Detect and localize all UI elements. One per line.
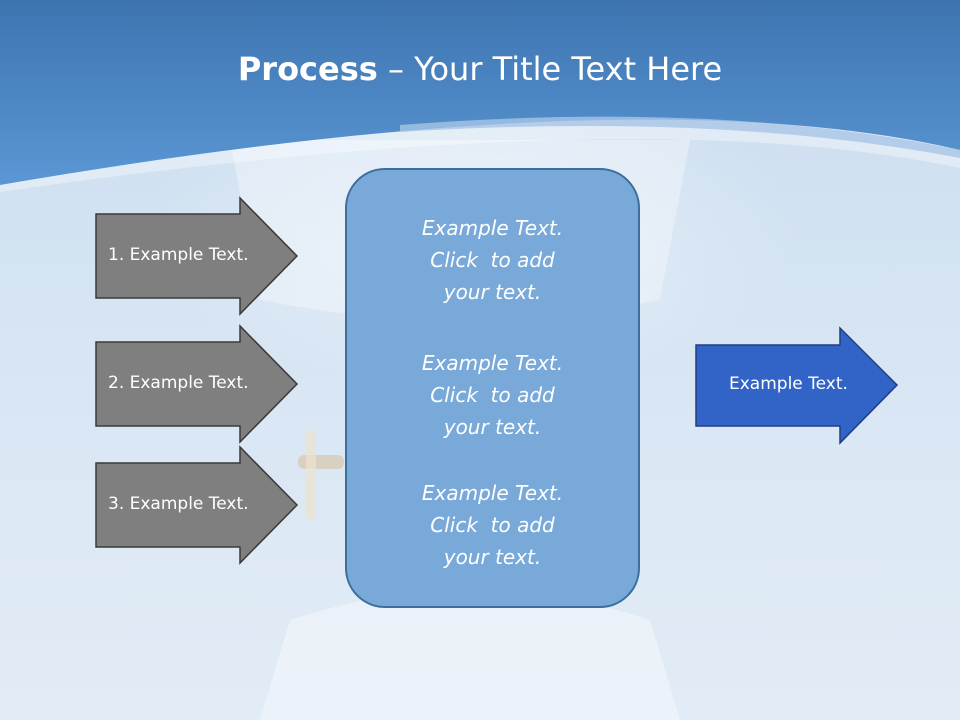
center-block-2-line-1: Example Text. <box>421 351 564 375</box>
input-arrow-3-label: 3. Example Text. <box>108 494 249 514</box>
output-arrow-label: Example Text. <box>729 374 848 394</box>
header-band <box>0 0 960 185</box>
center-block-2-line-2: Click to add <box>430 383 555 407</box>
title-bold: Process <box>237 50 378 88</box>
center-block-1-line-3: your text. <box>443 280 542 304</box>
center-block-3-line-2: Click to add <box>430 513 555 537</box>
input-arrow-2[interactable] <box>95 324 299 444</box>
input-arrow-1-label: 1. Example Text. <box>108 245 249 265</box>
center-text-block-1[interactable]: Example Text. Click to add your text. <box>345 212 640 308</box>
input-arrow-2-label: 2. Example Text. <box>108 373 249 393</box>
output-arrow[interactable] <box>695 326 899 445</box>
center-block-1-line-2: Click to add <box>430 248 555 272</box>
center-process-box[interactable] <box>345 168 640 608</box>
slide-title: Process – Your Title Text Here <box>0 50 960 88</box>
center-text-block-2[interactable]: Example Text. Click to add your text. <box>345 347 640 443</box>
center-block-3-line-3: your text. <box>443 545 542 569</box>
input-arrow-1[interactable] <box>95 196 299 316</box>
header-curve-highlight <box>0 119 960 192</box>
title-rest: Your Title Text Here <box>414 50 723 88</box>
center-block-1-line-1: Example Text. <box>421 216 564 240</box>
center-text-block-3[interactable]: Example Text. Click to add your text. <box>345 477 640 573</box>
center-block-2-line-3: your text. <box>443 415 542 439</box>
lamp-base-shape <box>260 590 680 720</box>
input-arrow-3[interactable] <box>95 445 299 565</box>
header-curve-accent <box>400 116 960 158</box>
lamp-knob-stem-shape <box>306 430 316 520</box>
title-dash: – <box>377 50 415 88</box>
center-block-3-line-1: Example Text. <box>421 481 564 505</box>
